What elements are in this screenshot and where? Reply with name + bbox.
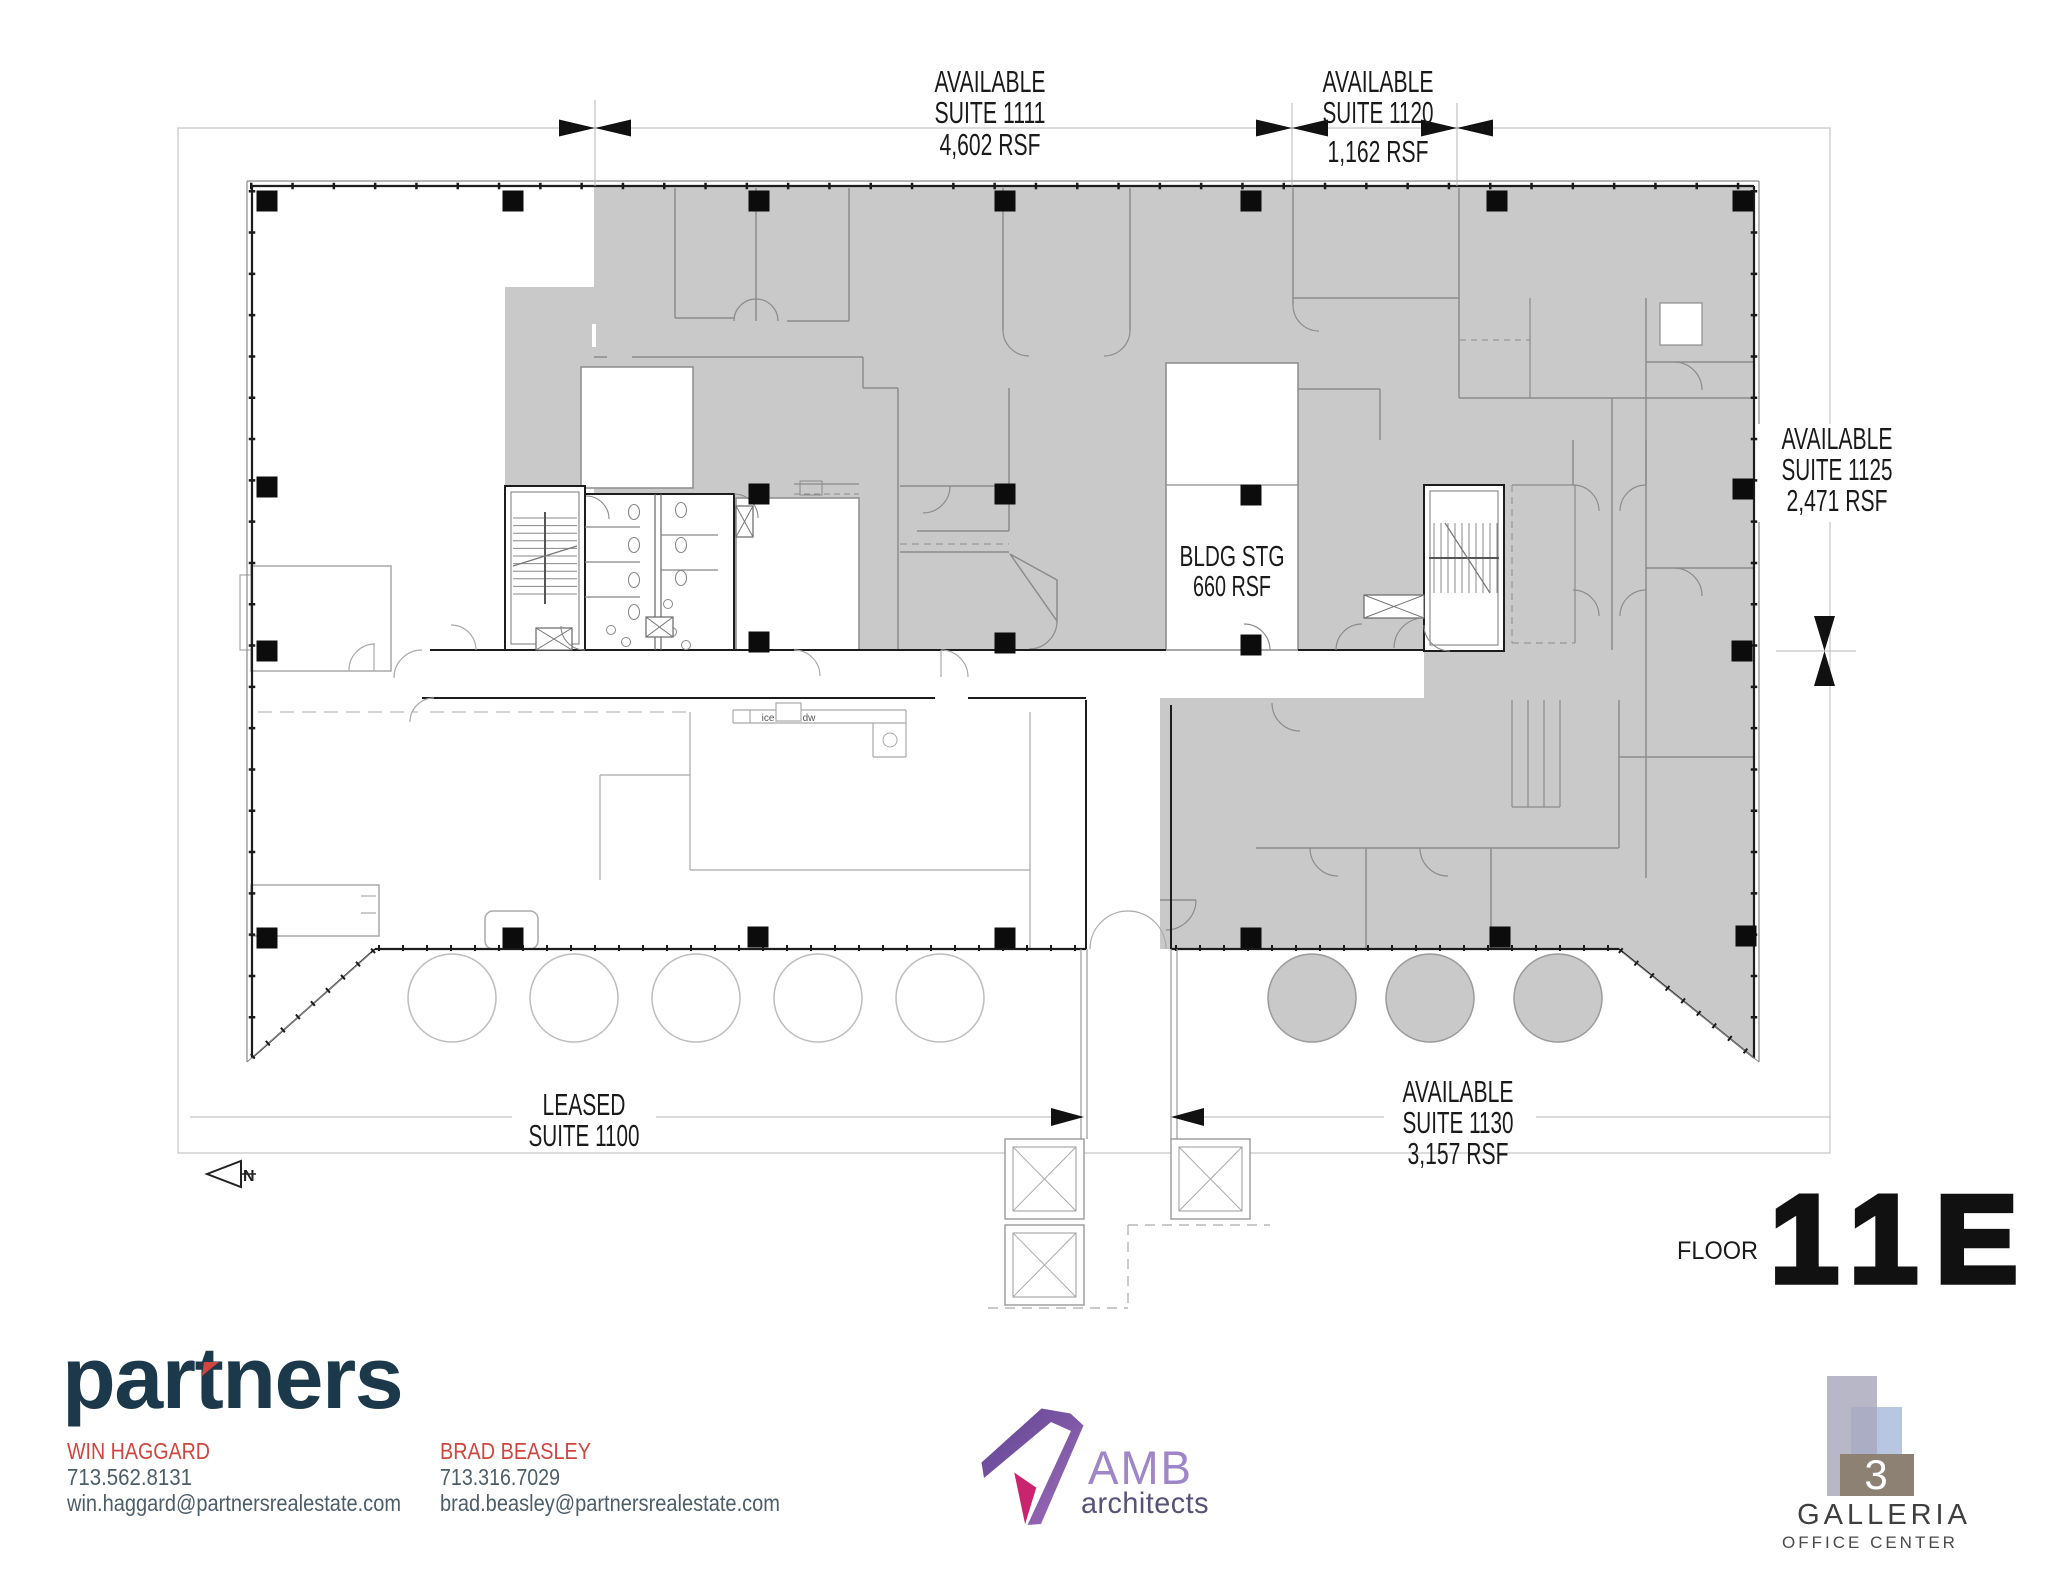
svg-text:3,157 RSF: 3,157 RSF (1408, 1136, 1509, 1171)
svg-text:AMB: AMB (1088, 1441, 1193, 1494)
svg-text:3: 3 (1864, 1451, 1887, 1498)
svg-text:OFFICE CENTER: OFFICE CENTER (1782, 1533, 1958, 1552)
svg-text:brad.beasley@partnersrealestat: brad.beasley@partnersrealestate.com (440, 1490, 780, 1516)
svg-text:AVAILABLE: AVAILABLE (1323, 64, 1434, 99)
svg-text:AVAILABLE: AVAILABLE (935, 64, 1046, 99)
svg-text:dw: dw (803, 713, 817, 724)
svg-text:SUITE 1125: SUITE 1125 (1782, 452, 1893, 487)
svg-text:architects: architects (1081, 1487, 1209, 1520)
svg-text:1,162 RSF: 1,162 RSF (1328, 134, 1429, 169)
svg-text:713.562.8131: 713.562.8131 (67, 1464, 192, 1490)
svg-text:N: N (243, 1168, 255, 1185)
svg-text:GALLERIA: GALLERIA (1797, 1499, 1971, 1531)
svg-text:713.316.7029: 713.316.7029 (440, 1464, 560, 1490)
svg-text:660 RSF: 660 RSF (1193, 571, 1271, 603)
svg-text:2,471 RSF: 2,471 RSF (1787, 483, 1888, 518)
svg-text:AVAILABLE: AVAILABLE (1403, 1074, 1514, 1109)
svg-text:SUITE 1111: SUITE 1111 (935, 95, 1046, 130)
svg-text:11E: 11E (1770, 1171, 2035, 1309)
svg-text:BLDG STG: BLDG STG (1180, 541, 1285, 573)
svg-text:BRAD BEASLEY: BRAD BEASLEY (440, 1438, 591, 1464)
svg-text:AVAILABLE: AVAILABLE (1782, 421, 1893, 456)
svg-text:SUITE 1100: SUITE 1100 (529, 1118, 640, 1153)
svg-text:SUITE 1130: SUITE 1130 (1403, 1105, 1514, 1140)
svg-text:LEASED: LEASED (543, 1087, 626, 1122)
svg-text:partners: partners (62, 1328, 402, 1427)
svg-text:FLOOR: FLOOR (1677, 1237, 1758, 1265)
svg-text:4,602 RSF: 4,602 RSF (940, 127, 1041, 162)
svg-text:WIN HAGGARD: WIN HAGGARD (67, 1438, 210, 1464)
svg-text:ice: ice (762, 713, 775, 724)
svg-text:SUITE 1120: SUITE 1120 (1323, 95, 1434, 130)
svg-text:win.haggard@partnersrealestate: win.haggard@partnersrealestate.com (66, 1490, 401, 1516)
